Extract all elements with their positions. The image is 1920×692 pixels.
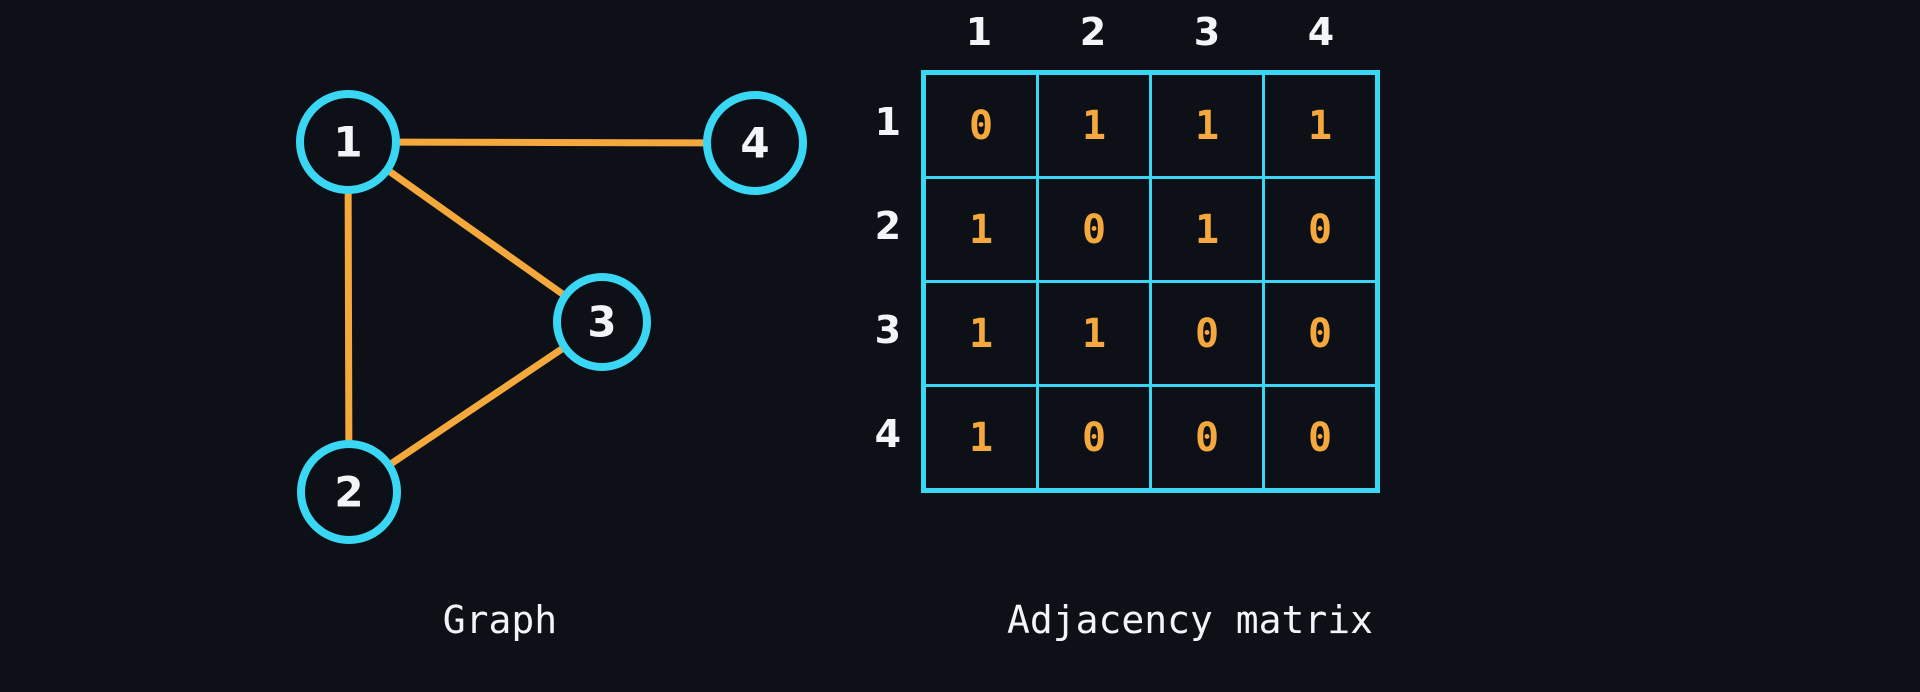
matrix-row-headers: 1 2 3 4 (860, 70, 921, 493)
graph-diagram: 1 2 3 4 (296, 90, 807, 544)
graph-caption: Graph (442, 598, 558, 642)
node-label-4: 4 (740, 119, 769, 168)
matrix-col-header-3: 3 (1193, 10, 1221, 54)
graph-node-4[interactable]: 4 (703, 91, 807, 195)
graph-node-1[interactable]: 1 (296, 90, 400, 194)
matrix-cell-1-2[interactable]: 1 (1036, 75, 1153, 179)
matrix-cell-2-4[interactable]: 0 (1262, 176, 1375, 283)
graph-panel: 1 2 3 4 Graph (0, 0, 900, 692)
matrix-cell-4-3[interactable]: 0 (1149, 384, 1265, 488)
matrix-cell-2-1[interactable]: 1 (926, 176, 1040, 283)
node-layer: 1 2 3 4 (296, 90, 807, 544)
matrix-cell-3-4[interactable]: 0 (1262, 280, 1375, 387)
matrix-column-headers: 1 2 3 4 (922, 8, 1378, 56)
node-circle-2 (297, 440, 401, 544)
matrix-cell-4-1[interactable]: 1 (926, 384, 1040, 488)
node-circle-4 (703, 91, 807, 195)
graph-edge-1-2 (344, 188, 353, 446)
node-circle-1 (296, 90, 400, 194)
matrix-row-header-3: 3 (874, 308, 902, 352)
graph-node-3[interactable]: 3 (553, 273, 651, 371)
edge-layer (344, 138, 709, 468)
matrix-cell-1-4[interactable]: 1 (1262, 75, 1375, 179)
graph-edge-1-3 (385, 167, 568, 299)
matrix-cell-3-1[interactable]: 1 (926, 280, 1040, 387)
matrix-row-header-4: 4 (874, 412, 902, 456)
node-label-1: 1 (333, 118, 362, 167)
matrix-cell-3-3[interactable]: 0 (1149, 280, 1265, 387)
matrix-row-header-2: 2 (874, 204, 902, 248)
matrix-col-header-2: 2 (1079, 10, 1107, 54)
matrix-cell-3-2[interactable]: 1 (1036, 280, 1153, 387)
matrix-cell-4-4[interactable]: 0 (1262, 384, 1375, 488)
graph-node-2[interactable]: 2 (297, 440, 401, 544)
node-label-2: 2 (334, 468, 363, 517)
node-label-3: 3 (587, 298, 616, 347)
matrix-cell-1-1[interactable]: 0 (926, 75, 1040, 179)
matrix-cell-1-3[interactable]: 1 (1149, 75, 1265, 179)
matrix-cell-4-2[interactable]: 0 (1036, 384, 1153, 488)
matrix-row-header-1: 1 (874, 100, 902, 144)
node-circle-3 (553, 273, 651, 371)
matrix-col-header-4: 4 (1307, 10, 1335, 54)
matrix-col-header-1: 1 (965, 10, 993, 54)
graph-edge-1-4 (394, 138, 709, 147)
matrix-cell-2-2[interactable]: 0 (1036, 176, 1153, 283)
matrix-caption: Adjacency matrix (1006, 598, 1374, 642)
graph-edge-2-3 (387, 344, 567, 468)
matrix-cell-2-3[interactable]: 1 (1149, 176, 1265, 283)
